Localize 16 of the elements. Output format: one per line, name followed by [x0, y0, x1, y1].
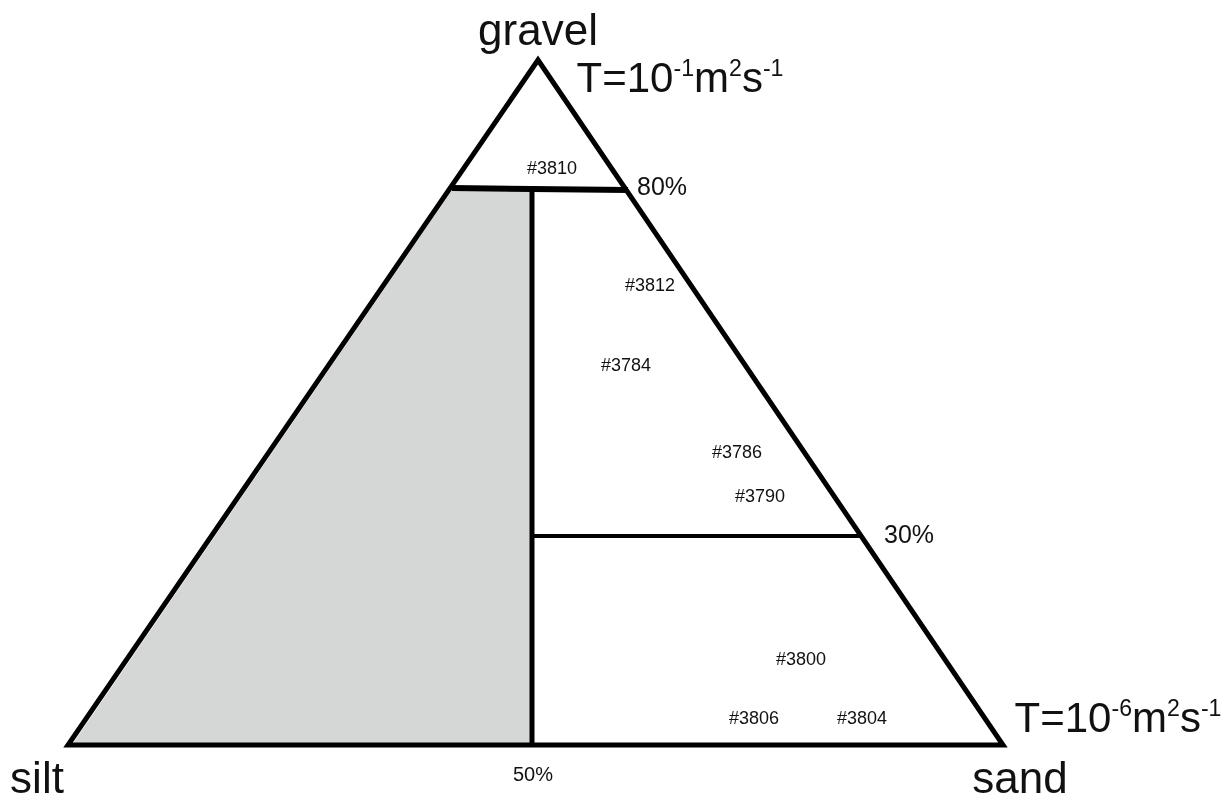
percent-label: 80% — [637, 173, 687, 199]
transmissivity-label: T=10$^{-1}$m$^{2}$s$^{-1}$ — [576, 57, 784, 99]
sample-label: #3812 — [624, 276, 676, 294]
corner-label: sand — [972, 756, 1068, 800]
sample-label: #3804 — [836, 709, 888, 727]
sample-label: #3784 — [600, 356, 652, 374]
corner-label: gravel — [478, 8, 598, 52]
transmissivity-label: T=10$^{-6}$m$^{2}$s$^{-1}$ — [1014, 697, 1222, 739]
sample-label: #3810 — [526, 159, 578, 177]
sample-label: #3806 — [728, 709, 780, 727]
sample-label: #3800 — [775, 650, 827, 668]
percent-label: 30% — [884, 521, 934, 547]
sample-label: #3786 — [711, 443, 763, 461]
percent-label: 50% — [513, 764, 553, 784]
sample-label: #3790 — [734, 487, 786, 505]
corner-label: silt — [10, 756, 64, 800]
